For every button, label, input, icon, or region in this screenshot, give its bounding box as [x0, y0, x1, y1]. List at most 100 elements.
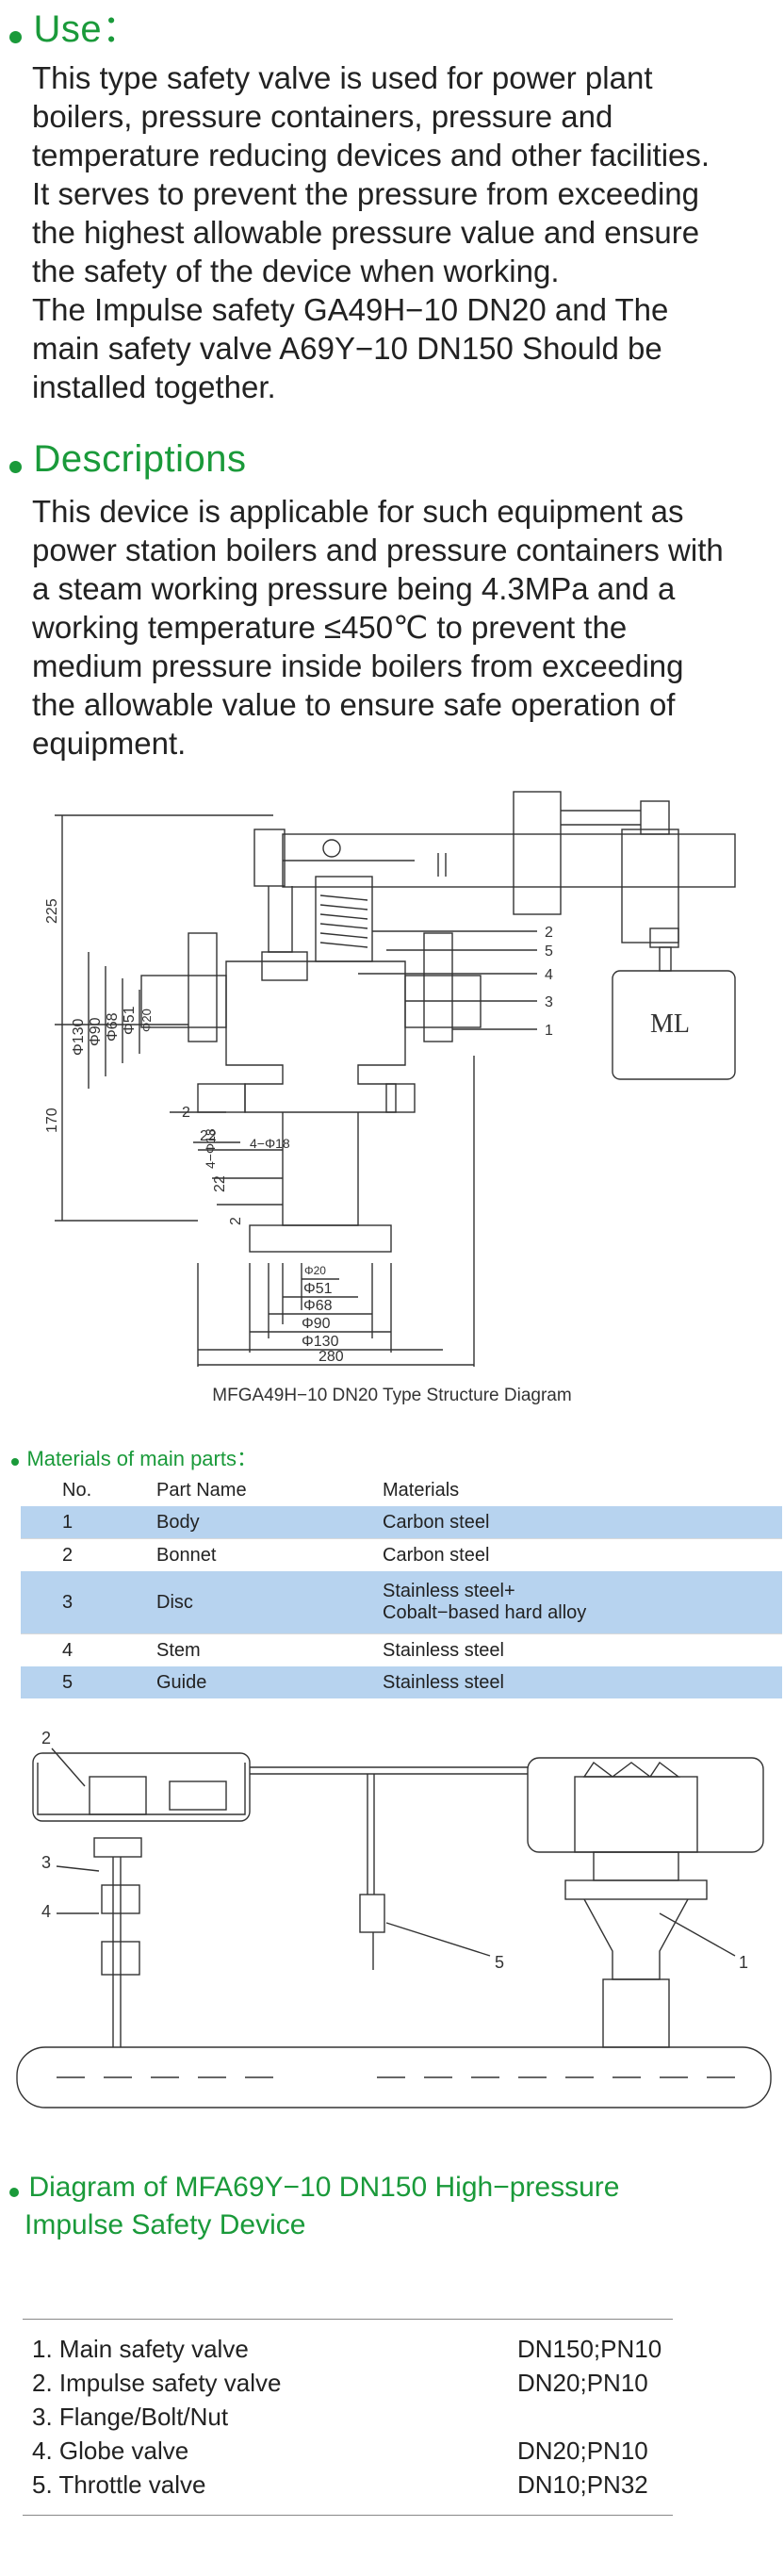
table-row: 2 Bonnet Carbon steel: [21, 1538, 782, 1571]
legend-spec: DN20;PN10: [517, 2368, 648, 2397]
callout-3: 3: [545, 994, 553, 1010]
legend-row: 1. Main safety valve DN150;PN10: [32, 2332, 673, 2366]
weight-label: ML: [650, 1009, 690, 1039]
legend-row: 2. Impulse safety valve DN20;PN10: [32, 2366, 673, 2400]
text-line: main safety valve A69Y−10 DN150 Should b…: [32, 331, 662, 366]
install-diagram-heading: Diagram of MFA69Y−10 DN150 High−pressure: [9, 2170, 619, 2206]
dim-phi20-vertical: Φ20: [139, 1009, 154, 1032]
text-line: a steam working pressure being 4.3MPa an…: [32, 571, 676, 606]
materials-table: No. Part Name Materials 1 Body Carbon st…: [21, 1474, 782, 1698]
legend-row: 3. Flange/Bolt/Nut: [32, 2400, 673, 2434]
table-row: 3 Disc Stainless steel+ Cobalt−based har…: [21, 1571, 782, 1634]
text-line: temperature reducing devices and other f…: [32, 138, 710, 172]
legend-spec: DN10;PN32: [517, 2469, 648, 2499]
legend-top-rule: [23, 2319, 673, 2320]
dim-280: 280: [318, 1349, 344, 1365]
legend-spec: [517, 2400, 673, 2434]
bullet-icon: [9, 2187, 19, 2197]
legend-item: 3. Flange/Bolt/Nut: [32, 2402, 229, 2431]
header-no: No.: [62, 1479, 92, 1501]
material-line: Cobalt−based hard alloy: [383, 1602, 587, 1623]
cell-material: Carbon steel: [383, 1538, 782, 1571]
cell-no: 5: [21, 1666, 156, 1698]
dim-4phi18-vertical: 4−Φ18: [203, 1128, 218, 1169]
dim-phi68-horizontal: Φ68: [303, 1298, 333, 1314]
dim-phi51-vertical: Φ51: [122, 1006, 138, 1035]
dim-phi130-horizontal: Φ130: [302, 1334, 339, 1350]
table-row: 1 Body Carbon steel: [21, 1506, 782, 1539]
text-line: This device is applicable for such equip…: [32, 494, 684, 529]
use-paragraph: This type safety valve is used for power…: [32, 58, 710, 406]
dim-2-bottom: 2: [228, 1217, 244, 1225]
dim-phi51-horizontal: Φ51: [303, 1281, 333, 1297]
text-line: the allowable value to ensure safe opera…: [32, 687, 676, 722]
bullet-icon: [9, 461, 22, 474]
header-materials: Materials: [383, 1479, 460, 1501]
install-callout-2: 2: [41, 1729, 51, 1747]
callout-2: 2: [545, 925, 553, 941]
text-line: It serves to prevent the pressure from e…: [32, 176, 700, 211]
use-title: Use：: [33, 8, 140, 50]
legend-spec: DN150;PN10: [517, 2334, 662, 2363]
callout-4: 4: [545, 967, 553, 983]
bullet-icon: [11, 1457, 19, 1466]
legend-item: 5. Throttle valve: [32, 2469, 206, 2499]
table-header: No. Part Name Materials: [21, 1474, 782, 1506]
bullet-icon: [9, 31, 22, 44]
materials-title: Materials of main parts：: [26, 1447, 257, 1470]
legend-spec: DN20;PN10: [517, 2436, 648, 2465]
dim-phi90-horizontal: Φ90: [302, 1316, 331, 1332]
text-line: boilers, pressure containers, pressure a…: [32, 99, 613, 134]
cell-material: Carbon steel: [383, 1506, 782, 1539]
legend-row: 4. Globe valve DN20;PN10: [32, 2434, 673, 2468]
install-callout-3: 3: [41, 1853, 51, 1872]
legend-item: 4. Globe valve: [32, 2436, 189, 2465]
descriptions-title: Descriptions: [33, 438, 247, 480]
dim-2-top: 2: [182, 1105, 190, 1121]
installation-diagram: 2 3 4 5 1: [16, 1729, 772, 2108]
material-line: Stainless steel+: [383, 1581, 515, 1601]
table-row: 5 Guide Stainless steel: [21, 1666, 782, 1698]
materials-heading: Materials of main parts：: [11, 1442, 257, 1472]
install-callout-1: 1: [739, 1953, 748, 1972]
dim-phi130-vertical: Φ130: [71, 1018, 87, 1056]
cell-part: Guide: [156, 1666, 383, 1698]
text-line: the safety of the device when working.: [32, 254, 560, 288]
cell-material: Stainless steel: [383, 1633, 782, 1666]
dim-phi90-vertical: Φ90: [88, 1017, 104, 1046]
legend-bottom-rule: [23, 2515, 673, 2516]
cell-no: 2: [21, 1538, 156, 1571]
cell-part: Stem: [156, 1633, 383, 1666]
text-line: This type safety valve is used for power…: [32, 60, 653, 95]
callout-1: 1: [545, 1023, 553, 1039]
legend-row: 5. Throttle valve DN10;PN32: [32, 2468, 673, 2502]
cell-no: 1: [21, 1506, 156, 1539]
dim-170: 170: [44, 1108, 60, 1133]
cell-no: 4: [21, 1633, 156, 1666]
install-callout-5: 5: [495, 1953, 504, 1972]
install-diagram-title-line2: Impulse Safety Device: [24, 2209, 306, 2240]
text-line: medium pressure inside boilers from exce…: [32, 648, 684, 683]
text-line: The Impulse safety GA49H−10 DN20 and The: [32, 292, 669, 327]
install-callout-4: 4: [41, 1902, 51, 1921]
legend-item: 2. Impulse safety valve: [32, 2368, 282, 2397]
structure-caption: MFGA49H−10 DN20 Type Structure Diagram: [212, 1386, 572, 1405]
dim-4phi18-horizontal: 4−Φ18: [250, 1136, 290, 1151]
callout-5: 5: [545, 943, 553, 960]
text-line: equipment.: [32, 726, 187, 761]
dim-phi20-horizontal: Φ20: [304, 1264, 326, 1277]
text-line: working temperature ≤450℃ to prevent the: [32, 610, 628, 645]
cell-no: 3: [21, 1571, 156, 1634]
dim-phi68-vertical: Φ68: [105, 1012, 121, 1042]
header-part-name: Part Name: [156, 1479, 247, 1501]
text-line: the highest allowable pressure value and…: [32, 215, 700, 250]
dim-225: 225: [44, 898, 60, 924]
install-diagram-title-line1: Diagram of MFA69Y−10 DN150 High−pressure: [28, 2172, 620, 2203]
dim-22-bottom: 22: [212, 1175, 228, 1192]
descriptions-heading: Descriptions: [9, 438, 247, 481]
table-row: 4 Stem Stainless steel: [21, 1633, 782, 1666]
dim-22-top: 22: [200, 1128, 217, 1144]
cell-part: Bonnet: [156, 1538, 383, 1571]
legend-table: 1. Main safety valve DN150;PN10 2. Impul…: [32, 2332, 673, 2502]
legend-item: 1. Main safety valve: [32, 2334, 249, 2363]
